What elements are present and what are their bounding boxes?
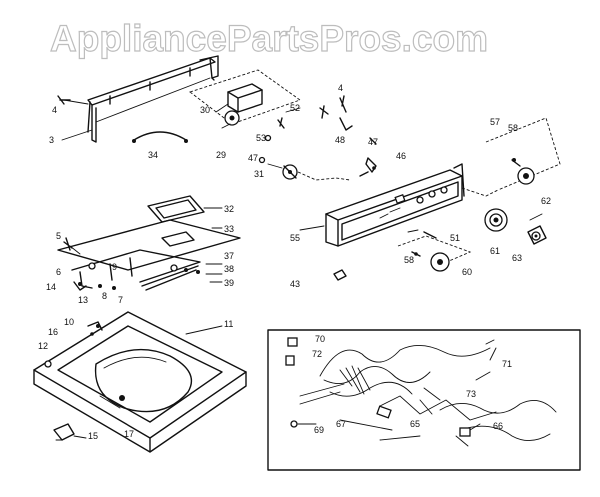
label-part-69: 69 (314, 425, 325, 435)
label-part-15: 15 (88, 431, 99, 441)
label-part-34: 34 (148, 150, 159, 160)
part-32-33-top-panel (57, 195, 241, 271)
part-55-console-panel (299, 163, 465, 247)
label-part-65: 65 (410, 419, 421, 429)
label-part-7: 7 (118, 295, 124, 305)
part-57-58-dashed-group (461, 117, 561, 197)
label-part-16: 16 (48, 327, 59, 337)
label-part-71: 71 (502, 359, 513, 369)
label-part-58-b: 58 (404, 255, 415, 265)
label-part-52: 52 (290, 103, 301, 113)
label-part-73: 73 (466, 389, 477, 399)
label-part-10: 10 (64, 317, 75, 327)
label-part-9: 9 (112, 262, 118, 272)
part-29-30-timer (189, 69, 301, 129)
part-11-washer-top (33, 311, 247, 453)
label-part-55: 55 (290, 233, 301, 243)
part-61-knob (484, 208, 508, 232)
part-46-47-clip (359, 137, 377, 177)
part-34-spring (132, 131, 188, 143)
part-4-48-screws (319, 95, 353, 131)
part-62-63-knob (527, 213, 547, 245)
label-part-60: 60 (462, 267, 473, 277)
label-part-5: 5 (56, 231, 62, 241)
label-part-62: 62 (541, 196, 552, 206)
part-52-53-fasteners (264, 107, 301, 142)
watermark-logo: AppliancePartsPros.com (49, 17, 488, 59)
label-part-39: 39 (224, 278, 235, 288)
label-part-4-b: 4 (338, 83, 344, 93)
label-part-47: 47 (368, 137, 379, 147)
label-part-53: 53 (256, 133, 267, 143)
label-part-46: 46 (396, 151, 407, 161)
label-part-13: 13 (78, 295, 89, 305)
label-part-38: 38 (224, 264, 235, 274)
label-part-67: 67 (336, 419, 347, 429)
label-part-37: 37 (224, 251, 235, 261)
label-part-6: 6 (56, 267, 62, 277)
label-part-29: 29 (216, 150, 227, 160)
label-part-47-b: 47 (248, 153, 259, 163)
label-part-31: 31 (254, 169, 265, 179)
label-part-72: 72 (312, 349, 323, 359)
label-part-33: 33 (224, 224, 235, 234)
label-part-66: 66 (493, 421, 504, 431)
label-part-12: 12 (38, 341, 49, 351)
label-part-11: 11 (224, 319, 234, 329)
label-part-61: 61 (490, 246, 501, 256)
part-3-rear-bracket (57, 55, 219, 143)
label-part-48: 48 (335, 135, 346, 145)
label-part-32: 32 (224, 204, 235, 214)
label-part-4: 4 (52, 105, 58, 115)
part-31-switch (258, 156, 351, 181)
label-part-8: 8 (102, 291, 108, 301)
label-part-3: 3 (49, 135, 55, 145)
label-part-51: 51 (450, 233, 461, 243)
label-part-43: 43 (290, 279, 301, 289)
part-43-clip (333, 269, 347, 281)
label-part-58: 58 (508, 123, 519, 133)
label-part-57: 57 (490, 117, 501, 127)
wiring-harness-box (267, 329, 581, 471)
label-part-30: 30 (200, 105, 211, 115)
part-5-14-linkage (63, 237, 223, 291)
part-51-58-60-group (397, 229, 472, 272)
label-part-63: 63 (512, 253, 523, 263)
label-part-14: 14 (46, 282, 57, 292)
label-part-17: 17 (124, 429, 135, 439)
label-part-70: 70 (315, 334, 326, 344)
